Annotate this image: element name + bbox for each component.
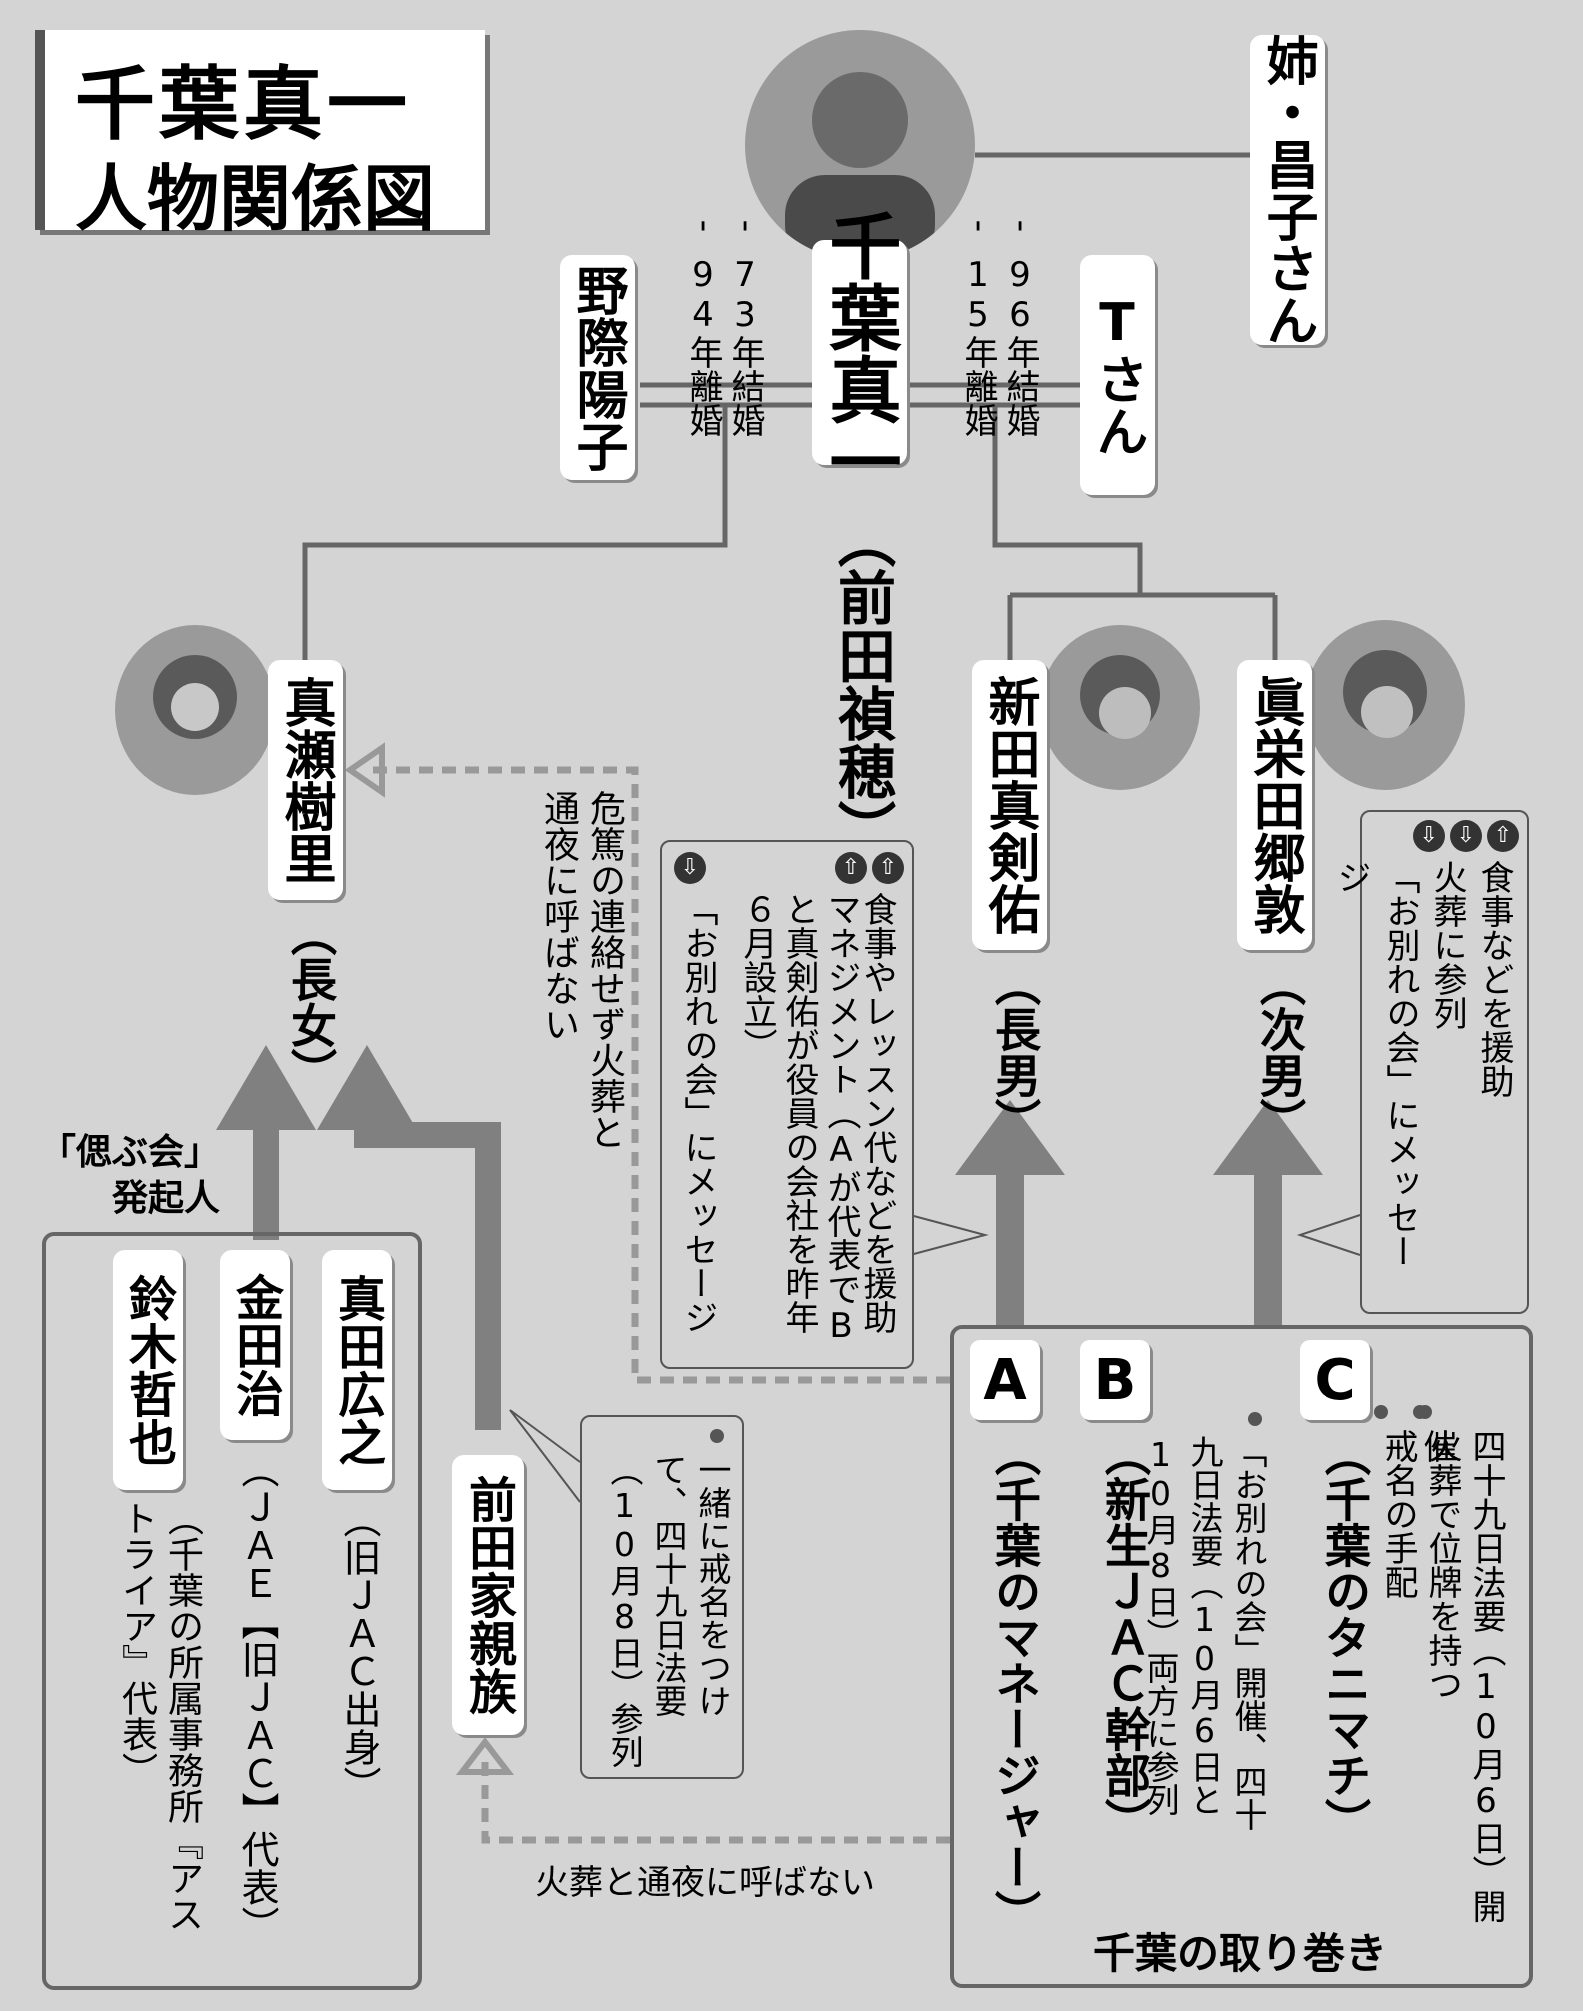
arrow-shaft-shinobu [253,1130,279,1240]
maeda-photo [1305,620,1465,790]
entourage-c-notes: 四十九日法要（10月6日）開催 火葬で位牌を持つ 戒名の手配 [1374,1405,1515,1925]
maze-dashed-arrow [365,766,950,1384]
arrow-head-shinobu [216,1045,316,1130]
arata-note-management: マネジメント（Aが代表でBと真剣佑が役員の会社を昨年６月設立） [737,892,861,1346]
maeda-name: 眞栄田郷敦 [1237,660,1312,950]
tsan-married: '96年結婚 [1000,215,1040,437]
arrow-shaft-family [354,1122,501,1430]
maeda-note-cremation: 火葬に参列 [1427,860,1467,1030]
entourage-a-desc: （千葉のマネージャー） [988,1430,1042,1936]
arata-note-box: ⇧ ⇧ 食事やレッスン代などを援助 マネジメント（Aが代表でBと真剣佑が役員の会… [660,840,914,1369]
family-dashed-arrow [481,1760,950,1844]
title-line1: 千葉真一 [75,58,411,151]
suzuki-name: 鈴木哲也 [113,1250,183,1490]
chiba-photo [745,30,975,260]
sanada-name: 真田広之 [322,1250,392,1490]
c-note-1: 四十九日法要（10月6日）開催 [1417,1429,1506,1923]
arata-note-icons-up: ⇧ ⇧ [834,852,904,888]
arrow-up-circle-icon: ⇧ [834,852,867,884]
entourage-a-letter: A [970,1340,1040,1420]
kaneda-desc: （ＪＡＥ【旧ＪＡＣ】代表） [235,1450,279,1944]
title-box: 千葉真一 人物関係図 [35,30,485,241]
chiba-real-name: （前田禎穂） [828,510,896,858]
family-note-pointer [509,1409,581,1503]
maeda-role: （次男） [1253,960,1307,1144]
daughter-line [302,405,728,670]
entourage-c-letter: C [1300,1340,1370,1420]
arata-photo [1040,625,1200,790]
entourage-b-letter: B [1080,1340,1150,1420]
entourage-b-desc: （新生ＪＡＣ幹部） [1098,1430,1152,1844]
shinobu-label: 「偲ぶ会」発起人 [40,1132,221,1219]
arrow-shaft-arata [996,1175,1024,1325]
kaneda-name: 金田治 [220,1250,290,1440]
c-note-1-wrap: 四十九日法要（10月6日）開催 [1413,1405,1511,1929]
maze-role: （長女） [284,910,338,1094]
bullet-icon [710,1429,724,1443]
maze-dashed-arrowhead [344,742,385,798]
arata-note-icon-down: ⇩ [674,852,706,888]
shinobu-group-box [42,1232,422,1990]
maeda-note-icons: ⇩ ⇩ ⇧ [1412,820,1519,856]
entourage-c-desc: （千葉のタニマチ） [1318,1430,1372,1844]
maeda-family-name: 前田家親族 [452,1455,524,1735]
maeda-note-pointer [1296,1214,1361,1256]
tsan-divorced: '15年離婚 [958,215,998,437]
bullet-icon [1374,1405,1388,1419]
nogiwa-married: '73年結婚 [725,215,765,437]
c-note-2-wrap: 火葬で位牌を持つ [1418,1405,1467,1701]
c-note-3-wrap: 戒名の手配 [1374,1405,1423,1599]
entourage-b-note-bullet [1248,1412,1262,1436]
nogiwa-name: 野際陽子 [560,255,635,480]
arrow-up-circle-icon: ⇧ [1487,820,1519,852]
c-note-2: 火葬で位牌を持つ [1422,1429,1462,1701]
arrow-shaft-maeda [1254,1175,1282,1325]
arrow-down-circle-icon: ⇩ [1412,820,1445,852]
maeda-note-help: 食事などを援助 [1474,860,1514,1098]
nogiwa-divorced: '94年離婚 [683,215,723,437]
arrow-up-circle-icon: ⇧ [872,852,904,884]
entourage-box [950,1325,1533,1988]
bullet-icon [1248,1412,1262,1426]
arrow-head-maeda [1213,1100,1323,1175]
arata-note-pointer [909,1214,989,1256]
family-note-bullet [710,1429,724,1453]
arata-note-message: 「お別れの会」にメッセージ [678,892,718,1334]
sons-line [992,405,1143,595]
maze-photo [115,625,275,795]
maeda-note-message: 「お別れの会」にメッセージ [1331,860,1420,1268]
maze-name: 真瀬樹里 [268,660,343,900]
maeda-note-box: ⇩ ⇩ ⇧ 食事などを援助 火葬に参列 「お別れの会」にメッセージ [1331,810,1529,1314]
entourage-b-note: 「お別れの会」開催、四十九日法要（10月6日と10月8日）両方に参列 [1141,1435,1268,1831]
arrow-head-family [317,1045,417,1130]
tsan-name: Tさん [1080,255,1155,495]
chiba-name: 千葉真一 [812,209,907,497]
entourage-label: 千葉の取り巻き [1092,1929,1387,1978]
arrow-head-arata [955,1100,1065,1175]
family-dashed-arrowhead [455,1737,515,1775]
arata-role: （長男） [988,960,1042,1144]
suzuki-desc: （千葉の所属事務所『アストライア』代表） [116,1500,203,1932]
arrow-down-circle-icon: ⇩ [674,852,706,884]
family-note-text: 一緒に戒名をつけて、四十九日法要（10月8日）参列 [605,1453,732,1768]
family-arrow-note: 火葬と通夜に呼ばない [535,1863,875,1903]
c-note-3: 戒名の手配 [1378,1429,1418,1599]
bullet-icon [1418,1405,1432,1419]
family-note-box: 一緒に戒名をつけて、四十九日法要（10月8日）参列 [580,1415,744,1779]
arata-name: 新田真剣佑 [972,660,1047,950]
arrow-down-circle-icon: ⇩ [1449,820,1482,852]
sister-name: 姉・昌子さん [1250,34,1325,346]
sanada-desc: （旧ＪＡＣ出身） [337,1500,381,1804]
title-line2: 人物関係図 [75,157,436,241]
arata-note-help: 食事やレッスン代などを援助 [857,892,897,1334]
maze-arrow-note: 危篤の連絡せず火葬と通夜に呼ばない [538,790,625,1150]
